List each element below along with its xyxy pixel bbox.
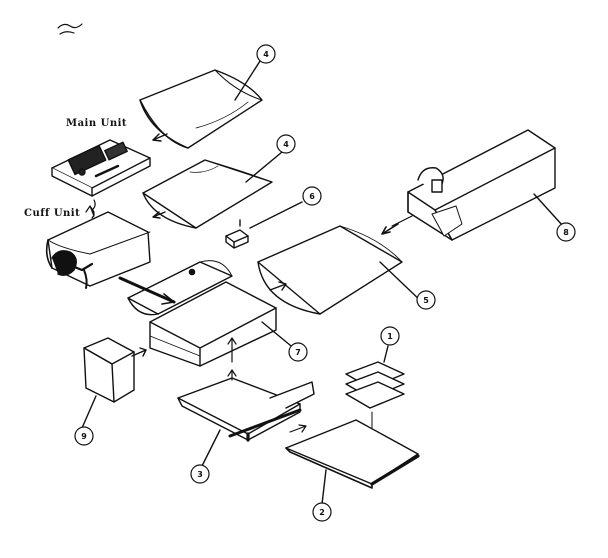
callout-bag-right: 5 (423, 296, 429, 305)
callout-circle-small-part (302, 186, 322, 206)
callout-numbers: 4 4 6 8 5 7 1 9 3 2 (81, 50, 569, 517)
callout-carton-base: 2 (319, 508, 325, 517)
carton-base (285, 419, 420, 505)
callout-circle-carton-base (312, 502, 332, 522)
callout-bag-top: 4 (263, 50, 269, 59)
callout-circles (74, 44, 576, 522)
callout-circle-bag-right (416, 290, 436, 310)
callout-circle-box-lid (288, 342, 308, 362)
callout-circle-bag-middle (276, 134, 296, 154)
tray (177, 369, 315, 467)
bag-top (139, 57, 263, 149)
bag-right (257, 225, 425, 315)
callout-circle-pad-block (74, 426, 94, 446)
pad-block (81, 337, 135, 429)
callout-box-lid: 7 (295, 348, 301, 357)
callout-tray: 3 (197, 470, 203, 479)
bag-middle (142, 151, 283, 229)
small-part (225, 201, 303, 249)
callout-small-part: 6 (309, 192, 315, 201)
callout-circle-tray (190, 464, 210, 484)
callout-circle-case (556, 222, 576, 242)
cuff-unit-label: Cuff Unit (24, 208, 81, 219)
callout-bag-middle: 4 (283, 140, 289, 149)
callout-circle-bag-top (256, 44, 276, 64)
cuff-unit-roll (45, 205, 151, 289)
callout-pad-block: 9 (81, 432, 87, 441)
packing-sheets (345, 345, 405, 449)
corner-mark (57, 23, 83, 35)
main-unit-device (51, 139, 151, 219)
callout-circle-packing-sheet (380, 326, 400, 346)
callout-packing-sheet: 1 (387, 332, 393, 341)
main-unit-label: Main Unit (66, 118, 128, 129)
callout-case: 8 (563, 228, 569, 237)
packed-box (118, 260, 297, 367)
case-box (381, 129, 564, 241)
